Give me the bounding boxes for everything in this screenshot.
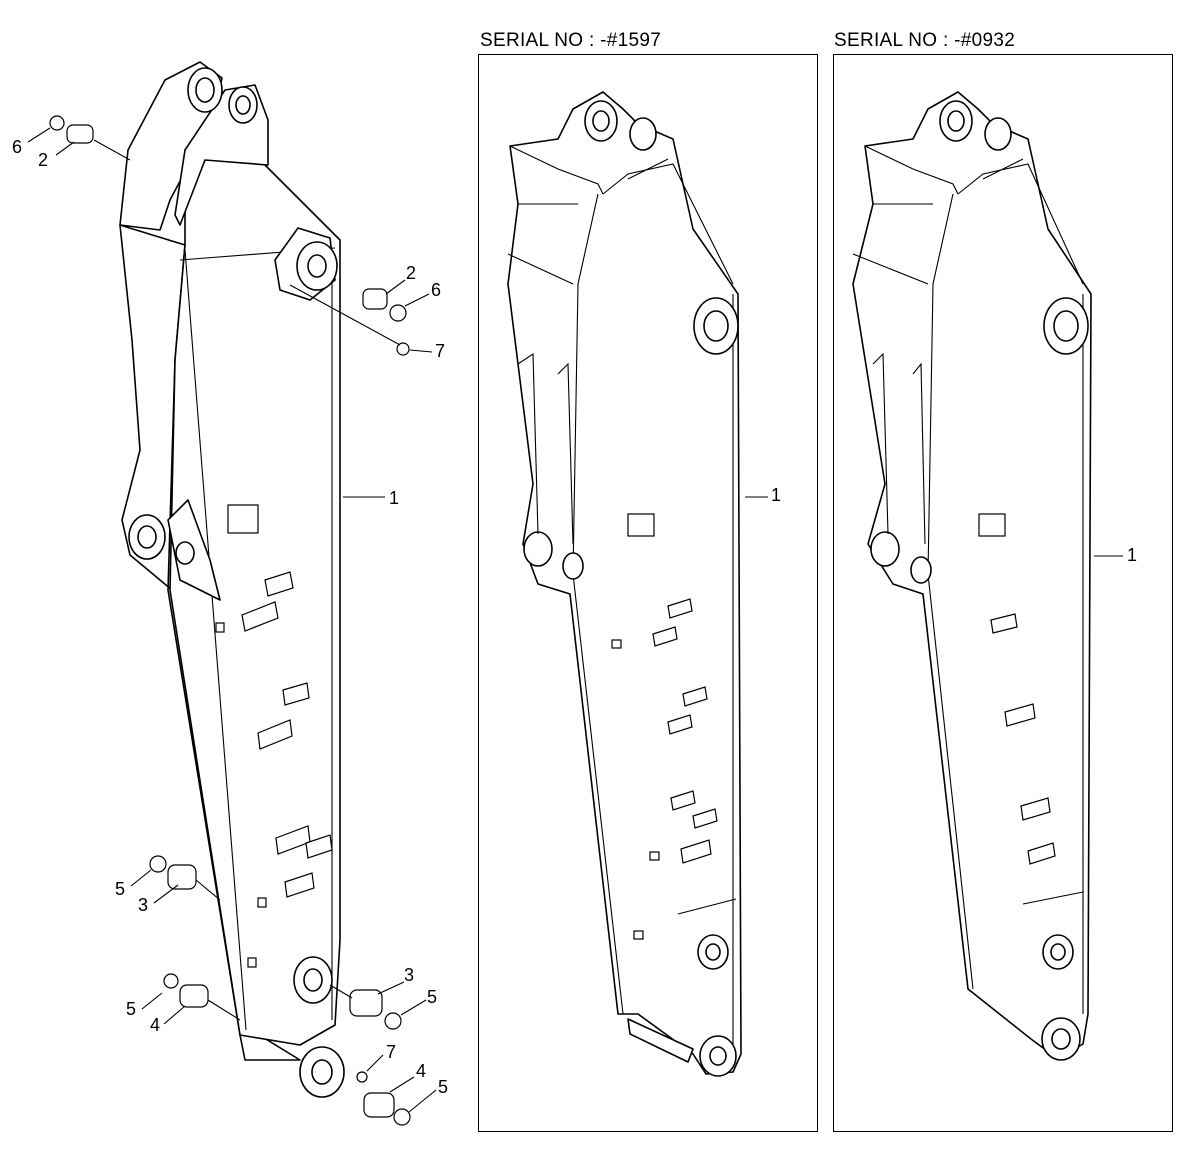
variant-frame-right [833, 54, 1173, 1132]
serial-label-right: SERIAL NO : -#0932 [834, 30, 1016, 51]
arm-exploded-drawing [27, 61, 437, 1126]
callout-label: 6 [12, 137, 23, 157]
callout-label: 6 [431, 280, 442, 300]
callout-label: 5 [427, 987, 438, 1007]
callout-label: 7 [386, 1042, 397, 1062]
arm-variant-drawing-1597 [507, 91, 768, 1077]
callout-label: 7 [435, 341, 446, 361]
callout-label: 3 [404, 965, 415, 985]
callout-label: 1 [389, 488, 400, 508]
callout-label: 1 [1127, 545, 1138, 565]
callout-label: 5 [115, 879, 126, 899]
serial-label-middle: SERIAL NO : -#1597 [480, 30, 662, 51]
callout-label: 2 [406, 263, 417, 283]
arm-variant-drawing-0932 [852, 91, 1123, 1061]
callout-label: 2 [38, 150, 49, 170]
callout-label: 4 [150, 1015, 161, 1035]
callout-label: 5 [438, 1077, 449, 1097]
callout-label: 3 [138, 895, 149, 915]
variant-frame-middle [478, 54, 818, 1132]
callout-label: 1 [771, 485, 782, 505]
callout-label: 4 [416, 1061, 427, 1081]
callout-label: 5 [126, 999, 137, 1019]
